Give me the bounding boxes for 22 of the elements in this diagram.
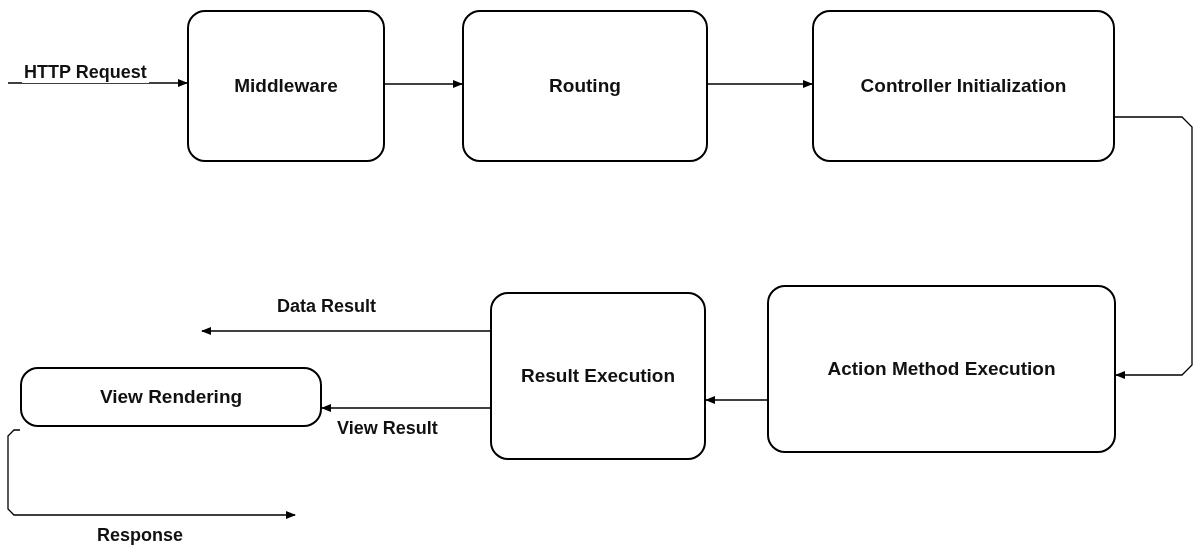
- box-label: View Rendering: [98, 386, 244, 408]
- box-label: Middleware: [233, 75, 339, 97]
- process-box: [812, 10, 1115, 162]
- edge-label: HTTP Request: [22, 62, 149, 83]
- arrow: [1114, 116, 1193, 379]
- process-box: [462, 10, 708, 162]
- arrow: [201, 327, 491, 335]
- process-box: [20, 367, 322, 427]
- arrow: [705, 396, 768, 404]
- arrow: [7, 79, 188, 87]
- edge-label: Response: [95, 525, 186, 546]
- arrow: [7, 429, 296, 519]
- box-label: Routing: [548, 75, 622, 97]
- process-box: [490, 292, 706, 460]
- box-label: Action Method Execution: [826, 358, 1057, 380]
- process-box: [767, 285, 1116, 453]
- box-label: Result Execution: [519, 365, 677, 387]
- box-label: Controller Initialization: [859, 75, 1068, 97]
- arrow: [321, 404, 491, 412]
- arrow: [384, 80, 463, 88]
- process-box: [187, 10, 385, 162]
- arrow: [707, 80, 813, 88]
